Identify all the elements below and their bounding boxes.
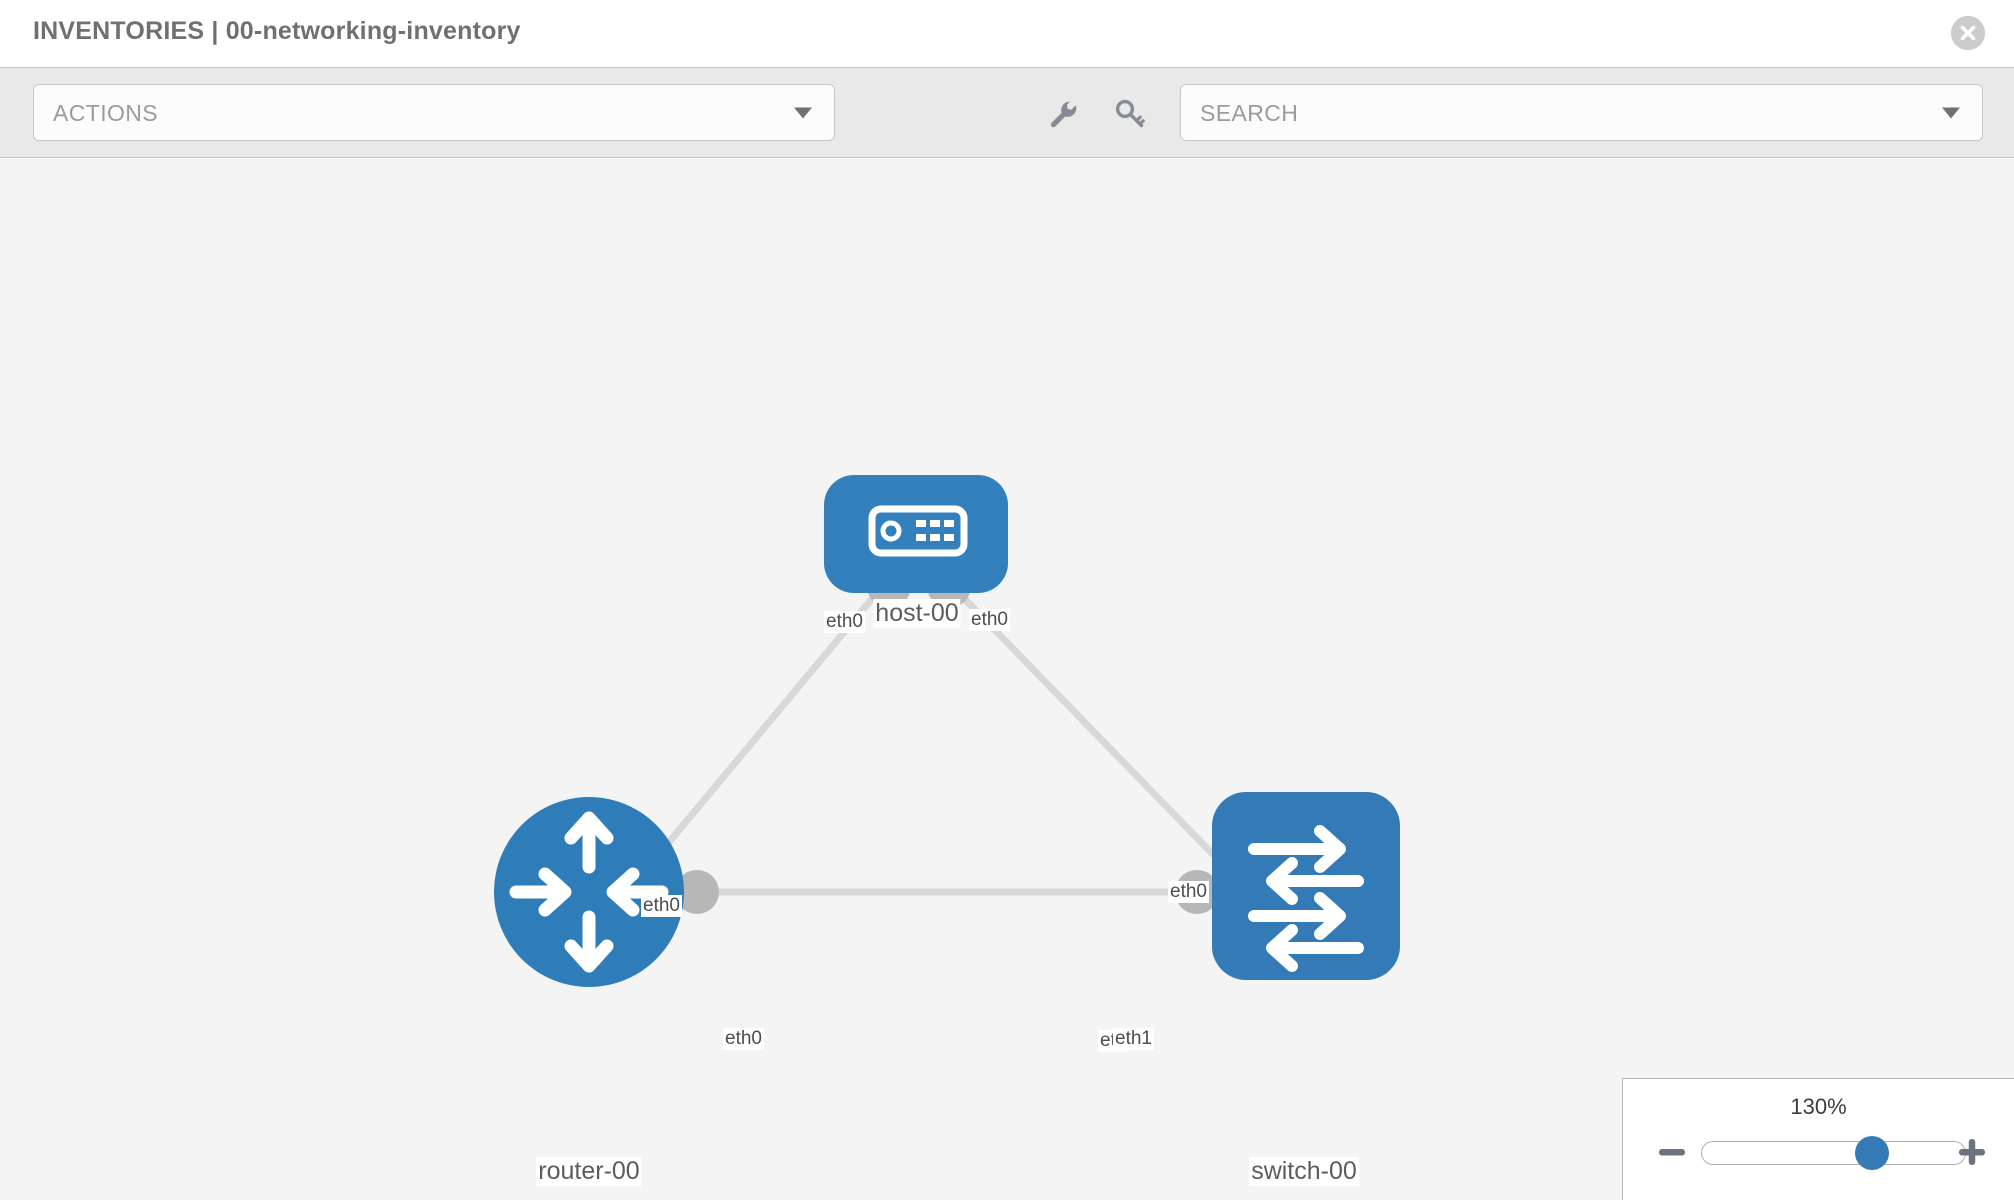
- chevron-down-icon[interactable]: [1942, 107, 1960, 118]
- iface-label-router00-uplink: eth0: [641, 895, 682, 917]
- node-router-00: [494, 797, 684, 987]
- wrench-icon[interactable]: [1047, 98, 1079, 130]
- node-label-host-00: host-00: [873, 599, 961, 628]
- page-header: INVENTORIES | 00-networking-inventory: [0, 0, 2014, 68]
- actions-dropdown[interactable]: ACTIONS: [33, 84, 835, 141]
- zoom-slider-row: [1623, 1135, 2014, 1175]
- search-placeholder: SEARCH: [1200, 100, 1299, 126]
- search-input[interactable]: SEARCH: [1180, 84, 1983, 141]
- connector-group: [675, 564, 1256, 971]
- actions-dropdown-label: ACTIONS: [53, 100, 159, 126]
- chevron-down-icon: [794, 107, 812, 118]
- plus-icon[interactable]: [1955, 1135, 1989, 1169]
- close-icon[interactable]: [1951, 16, 1985, 50]
- switch-arrows-icon: [1248, 825, 1364, 972]
- zoom-control-panel: 130%: [1622, 1078, 2014, 1200]
- zoom-slider[interactable]: [1701, 1136, 1966, 1170]
- iface-label-host00-right: eth0: [969, 609, 1010, 631]
- node-host-00: [824, 475, 1008, 593]
- zoom-level-value: 130%: [1790, 1094, 1847, 1119]
- link-host00-switch00: [952, 586, 1238, 880]
- iface-label-switch00-eth1: eth1: [1113, 1028, 1154, 1050]
- server-device-icon: [868, 505, 968, 557]
- minus-icon[interactable]: [1655, 1135, 1689, 1169]
- iface-label-switch00-uplink: eth0: [1168, 881, 1209, 903]
- iface-label-host00-left: eth0: [824, 611, 865, 633]
- router-arrows-icon: [509, 811, 669, 973]
- topology-canvas[interactable]: host-00 router-00 switch-00 eth0 eth0 et…: [0, 159, 2014, 1200]
- node-switch-00: [1212, 792, 1400, 980]
- key-icon[interactable]: [1114, 98, 1146, 130]
- link-group: [637, 586, 1238, 896]
- toolbar: ACTIONS SEARCH: [0, 68, 2014, 158]
- iface-label-router00-eth0: eth0: [723, 1028, 764, 1050]
- node-label-router-00: router-00: [536, 1157, 642, 1186]
- link-host00-router00: [637, 586, 883, 880]
- connector-router00-right: [675, 870, 719, 914]
- topology-graph: [494, 475, 1400, 987]
- node-label-switch-00: switch-00: [1249, 1157, 1359, 1186]
- zoom-slider-thumb[interactable]: [1854, 1136, 1889, 1170]
- page-title: INVENTORIES | 00-networking-inventory: [33, 17, 521, 45]
